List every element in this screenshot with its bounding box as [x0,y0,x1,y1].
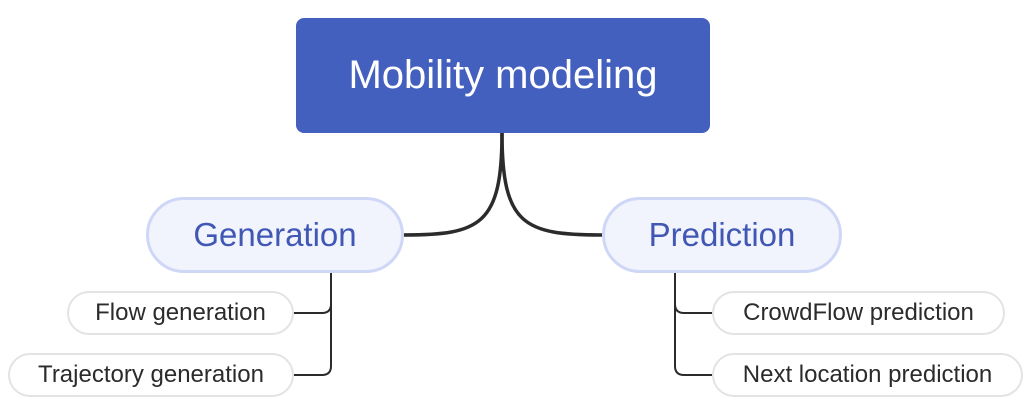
connector-prediction-to-next-location-prediction [674,273,712,376]
branch-node-label: Generation [193,216,357,253]
branch-node-generation[interactable]: Generation [146,197,404,273]
root-node-label: Mobility modeling [348,53,658,97]
leaf-node-crowdflow-prediction[interactable]: CrowdFlow prediction [712,291,1005,335]
leaf-node-trajectory-generation[interactable]: Trajectory generation [8,353,294,397]
connector-prediction-to-crowdflow-prediction [674,273,712,314]
connector-generation-to-trajectory-generation [294,273,332,376]
leaf-node-flow-generation[interactable]: Flow generation [67,291,294,335]
leaf-node-label: Flow generation [95,299,266,326]
root-node-mobility-modeling[interactable]: Mobility modeling [296,18,710,133]
branch-node-prediction[interactable]: Prediction [602,197,842,273]
leaf-node-label: Next location prediction [742,361,993,388]
branch-node-label: Prediction [648,216,796,253]
connector-root-to-generation [403,132,504,237]
leaf-node-next-location-prediction[interactable]: Next location prediction [712,353,1023,397]
connector-root-to-prediction [500,132,603,237]
connector-generation-to-flow-generation [294,273,332,314]
leaf-node-label: CrowdFlow prediction [743,299,974,326]
leaf-node-label: Trajectory generation [38,361,264,388]
